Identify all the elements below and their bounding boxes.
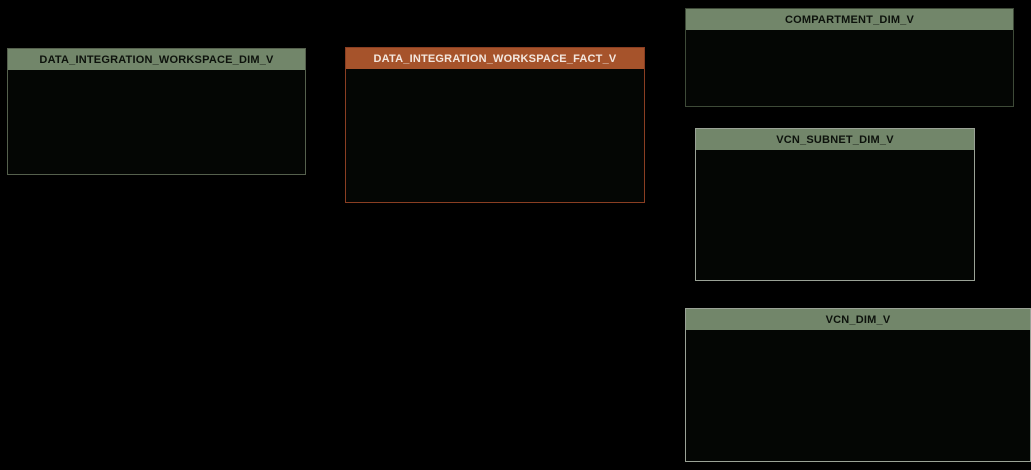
table-vcn-subnet-dim-v[interactable]: VCN_SUBNET_DIM_V <box>695 128 975 281</box>
table-body <box>686 30 1013 106</box>
table-body <box>696 150 974 280</box>
table-title: VCN_SUBNET_DIM_V <box>776 133 894 146</box>
table-vcn-dim-v[interactable]: VCN_DIM_V <box>685 308 1031 462</box>
table-data-integration-workspace-dim-v[interactable]: DATA_INTEGRATION_WORKSPACE_DIM_V <box>7 48 306 175</box>
table-header[interactable]: VCN_SUBNET_DIM_V <box>696 129 974 150</box>
table-body <box>346 69 644 202</box>
table-body <box>8 70 305 174</box>
table-title: DATA_INTEGRATION_WORKSPACE_DIM_V <box>39 53 274 66</box>
table-compartment-dim-v[interactable]: COMPARTMENT_DIM_V <box>685 8 1014 107</box>
table-header[interactable]: COMPARTMENT_DIM_V <box>686 9 1013 30</box>
table-title: VCN_DIM_V <box>825 313 891 326</box>
table-title: COMPARTMENT_DIM_V <box>784 13 915 26</box>
table-data-integration-workspace-fact-v[interactable]: DATA_INTEGRATION_WORKSPACE_FACT_V <box>345 47 645 203</box>
table-header[interactable]: DATA_INTEGRATION_WORKSPACE_FACT_V <box>346 48 644 69</box>
table-title: DATA_INTEGRATION_WORKSPACE_FACT_V <box>373 52 617 65</box>
table-header[interactable]: DATA_INTEGRATION_WORKSPACE_DIM_V <box>8 49 305 70</box>
table-body <box>686 330 1030 461</box>
table-header[interactable]: VCN_DIM_V <box>686 309 1030 330</box>
